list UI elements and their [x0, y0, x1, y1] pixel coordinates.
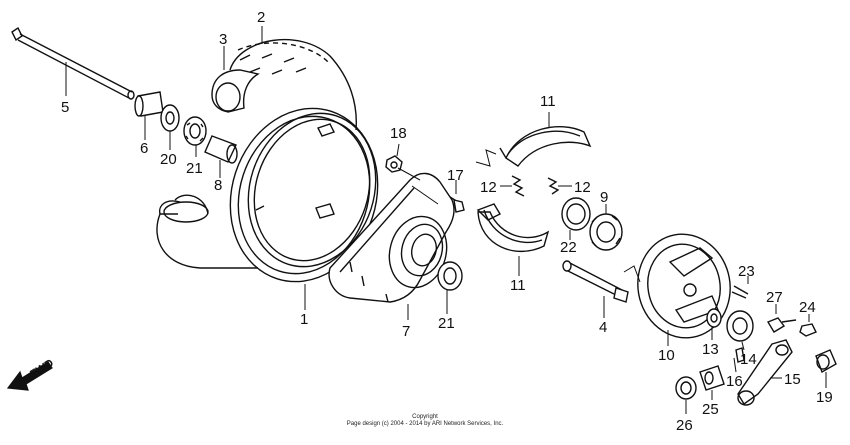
callout-8: 8: [214, 177, 222, 194]
brake-shoe-lower: [476, 203, 550, 253]
bearing-left: [183, 116, 207, 146]
callout-2: 2: [257, 9, 265, 26]
callout-1: 1: [300, 311, 308, 328]
axle: [11, 26, 135, 100]
arm-joint: [815, 349, 837, 374]
fwd-label: FWD: [28, 357, 56, 380]
callout-numbers: 2 3 5 6 20 21 8 1 18 17 7 21 11 12 12 22…: [61, 9, 833, 434]
callout-22: 22: [560, 239, 577, 256]
callout-12-right: 12: [574, 179, 591, 196]
rubber-bushing: [675, 376, 697, 400]
tire: [156, 38, 357, 269]
inner-tube: [158, 69, 260, 215]
callout-21-right: 21: [438, 315, 455, 332]
callout-13: 13: [702, 341, 719, 358]
dust-seal: [160, 104, 180, 132]
callout-21-left: 21: [186, 160, 203, 177]
wear-indicator: [726, 310, 754, 342]
leader-lines: [65, 26, 827, 414]
callout-24: 24: [799, 299, 816, 316]
oil-seal: [561, 197, 591, 231]
callout-10: 10: [658, 347, 675, 364]
bushing-collar: [699, 365, 725, 391]
brake-shoe-upper: [499, 125, 592, 167]
callout-19: 19: [816, 389, 833, 406]
callout-27: 27: [766, 289, 783, 306]
copyright-line-2: Page design (c) 2004 - 2014 by ARI Netwo…: [346, 421, 504, 427]
bearing-right: [437, 261, 463, 291]
callout-3: 3: [219, 31, 227, 48]
panel-bearing: [589, 213, 623, 251]
callout-18: 18: [390, 125, 407, 142]
callout-23: 23: [738, 263, 755, 280]
collar: [134, 91, 164, 117]
callout-4: 4: [599, 319, 607, 336]
copyright-line-1: Copyright: [412, 414, 438, 420]
cam-seal: [706, 308, 722, 328]
callout-26: 26: [676, 417, 693, 434]
arm-nut: [799, 323, 817, 337]
brake-panel: [637, 233, 731, 339]
rim: [229, 107, 379, 283]
brake-cam: [562, 260, 629, 303]
callout-15: 15: [784, 371, 801, 388]
arm-bolt: [766, 317, 797, 333]
callout-6: 6: [140, 140, 148, 157]
callout-11-lower: 11: [510, 277, 526, 294]
callout-11-upper: 11: [540, 93, 556, 110]
callout-12-left: 12: [480, 179, 497, 196]
valve-nut: [385, 155, 403, 173]
callout-16: 16: [726, 373, 743, 390]
callout-14: 14: [740, 351, 757, 368]
hub: [328, 172, 455, 303]
callout-20: 20: [160, 151, 177, 168]
fwd-arrow-icon: [6, 361, 53, 391]
distance-collar: [204, 135, 238, 164]
callout-25: 25: [702, 401, 719, 418]
brake-arm: [735, 339, 793, 406]
callout-17: 17: [447, 167, 464, 184]
callout-5: 5: [61, 99, 69, 116]
shoe-spring-right: [547, 177, 560, 195]
shoe-spring-left: [511, 175, 525, 197]
callout-9: 9: [600, 189, 608, 206]
callout-7: 7: [402, 323, 410, 340]
stud: [731, 285, 749, 299]
